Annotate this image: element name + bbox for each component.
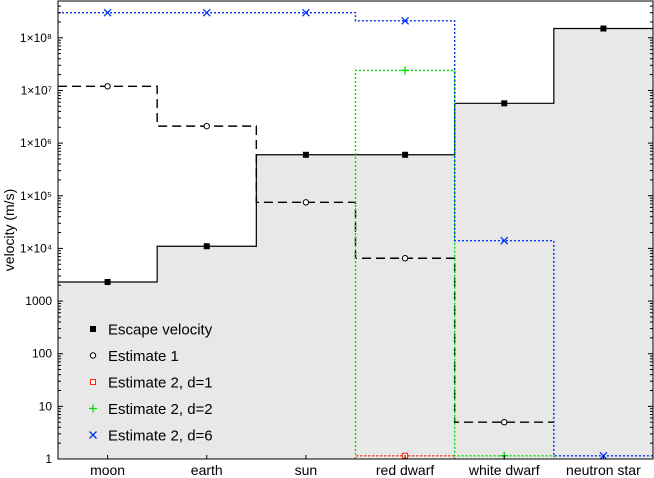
data-point-s2-1 xyxy=(104,83,111,90)
legend-label-3: Estimate 2, d=1 xyxy=(108,375,213,392)
x-tick-label: earth xyxy=(191,462,223,478)
legend-marker-4 xyxy=(89,404,97,413)
legend-item-1: Escape velocity xyxy=(90,322,213,339)
data-point-s2-4 xyxy=(401,255,409,262)
y-tick-label: 1×10⁶ xyxy=(20,136,52,150)
y-tick-label: 10 xyxy=(39,399,53,413)
data-point-s2-5 xyxy=(501,418,508,426)
legend-item-4: Estimate 2, d=2 xyxy=(89,401,213,418)
data-point-s1-4 xyxy=(402,151,409,158)
x-tick-label: moon xyxy=(90,462,125,478)
legend-item-5: Estimate 2, d=6 xyxy=(89,428,213,445)
data-point-s5-2 xyxy=(202,8,211,17)
y-tick-label: 1×10⁴ xyxy=(20,241,52,255)
legend-label-4: Estimate 2, d=2 xyxy=(108,401,213,418)
y-tick-label: 1 xyxy=(45,452,52,466)
legend-marker-5 xyxy=(89,431,97,439)
plot-frame xyxy=(57,0,654,460)
legend-item-3: Estimate 2, d=1 xyxy=(90,375,213,392)
y-tick-label: 1000 xyxy=(25,294,52,308)
series-line-4 xyxy=(354,69,555,459)
y-axis-title: velocity (m/s) xyxy=(1,189,17,271)
x-tick-label: sun xyxy=(295,462,318,478)
legend-label-1: Escape velocity xyxy=(108,322,213,339)
legend-marker-3 xyxy=(90,379,96,385)
legend-label-5: Estimate 2, d=6 xyxy=(108,428,213,445)
legend-item-2: Estimate 1 xyxy=(89,348,179,365)
data-point-s5-5 xyxy=(500,236,509,245)
data-point-s1-5 xyxy=(501,100,508,107)
data-point-s5-3 xyxy=(301,8,310,17)
y-tick-label: 1×10⁸ xyxy=(20,31,52,45)
x-tick-label: white dwarf xyxy=(468,462,540,478)
data-point-s1-2 xyxy=(203,243,210,250)
data-point-s5-1 xyxy=(103,8,112,17)
data-point-s1-1 xyxy=(104,279,111,286)
legend-marker-1 xyxy=(90,326,96,332)
data-point-s1-6 xyxy=(600,25,607,32)
data-point-s2-2 xyxy=(203,122,210,130)
x-tick-label: red dwarf xyxy=(376,462,434,478)
y-tick-label: 1×10⁷ xyxy=(21,83,52,97)
data-point-s2-3 xyxy=(302,199,310,206)
y-tick-label: 1×10⁵ xyxy=(20,189,52,203)
x-tick-label: neutron star xyxy=(566,462,641,478)
y-tick-label: 100 xyxy=(32,347,52,361)
data-point-s1-3 xyxy=(302,151,309,158)
data-point-s4-4 xyxy=(401,66,410,75)
data-point-s5-4 xyxy=(401,16,410,25)
legend-marker-2 xyxy=(89,352,97,359)
axes-group: 1 10 100 1000 1×10⁴ 1×10⁵ 1×10⁶ 1×10⁷ 1×10⁸ moon e… xyxy=(20,0,653,478)
legend-label-2: Estimate 1 xyxy=(108,348,179,365)
